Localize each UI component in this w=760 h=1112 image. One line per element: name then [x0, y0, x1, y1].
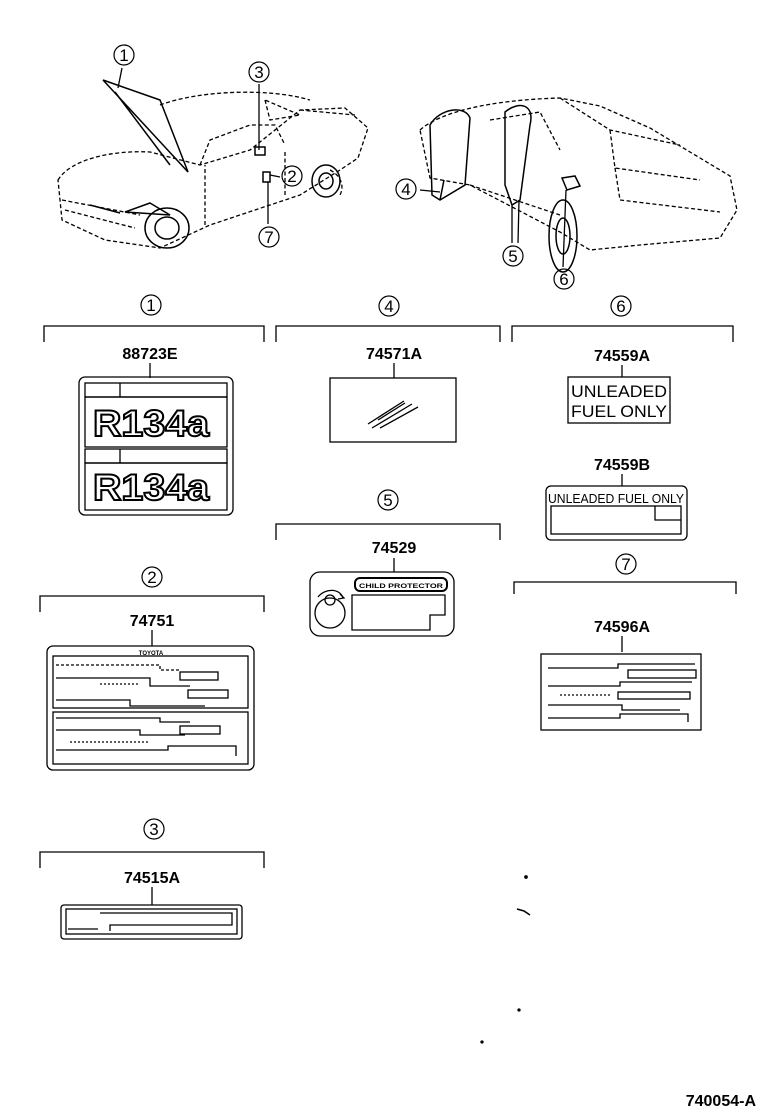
callout-5-section: 5: [383, 491, 392, 510]
part-number-74515A: 74515A: [124, 870, 180, 887]
front-car-illustration: [57, 91, 369, 249]
part-number-74559B: 74559B: [594, 457, 650, 474]
part-number-74751: 74751: [130, 613, 175, 630]
label-74751: [46, 645, 255, 771]
callout-2-section: 2: [147, 568, 156, 587]
label-74515A: [60, 904, 243, 940]
label-74596A: [540, 653, 702, 731]
callout-1-top: 1: [119, 46, 128, 65]
callout-6-top: 6: [559, 270, 568, 289]
unleaded-line-1: UNLEADED: [571, 382, 667, 401]
callout-5-top: 5: [508, 247, 517, 266]
r134a-text-lower: R134a: [93, 467, 209, 508]
label-74571A: [329, 377, 457, 443]
label-74559A: [567, 376, 671, 424]
callout-7-top: 7: [264, 228, 273, 247]
part-number-74571A: 74571A: [366, 346, 422, 363]
part-number-88723E: 88723E: [122, 346, 177, 363]
part-number-74529: 74529: [372, 540, 417, 557]
r134a-text-upper: R134a: [93, 403, 209, 444]
unleaded-fuel-only-header: UNLEADED FUEL ONLY: [548, 491, 684, 506]
label-74529: [309, 571, 455, 637]
toyota-header: TOYOTA: [139, 651, 164, 657]
callout-4-section: 4: [384, 297, 393, 316]
callout-3-section: 3: [149, 820, 158, 839]
label-74559B: [545, 485, 688, 541]
part-number-74596A: 74596A: [594, 619, 650, 636]
diagram-id: 740054-A: [686, 1093, 757, 1110]
callout-6-section: 6: [616, 297, 625, 316]
callout-2-top: 2: [287, 167, 296, 186]
unleaded-line-2: FUEL ONLY: [571, 402, 667, 421]
part-number-74559A: 74559A: [594, 348, 650, 365]
callout-1-section: 1: [146, 296, 155, 315]
callout-4-top: 4: [401, 180, 410, 199]
callout-3-top: 3: [254, 63, 263, 82]
label-88723E: [78, 376, 234, 516]
callout-7-section: 7: [621, 555, 630, 574]
rear-car-illustration: [419, 97, 738, 251]
child-protector-header: CHILD PROTECTOR: [359, 584, 444, 590]
